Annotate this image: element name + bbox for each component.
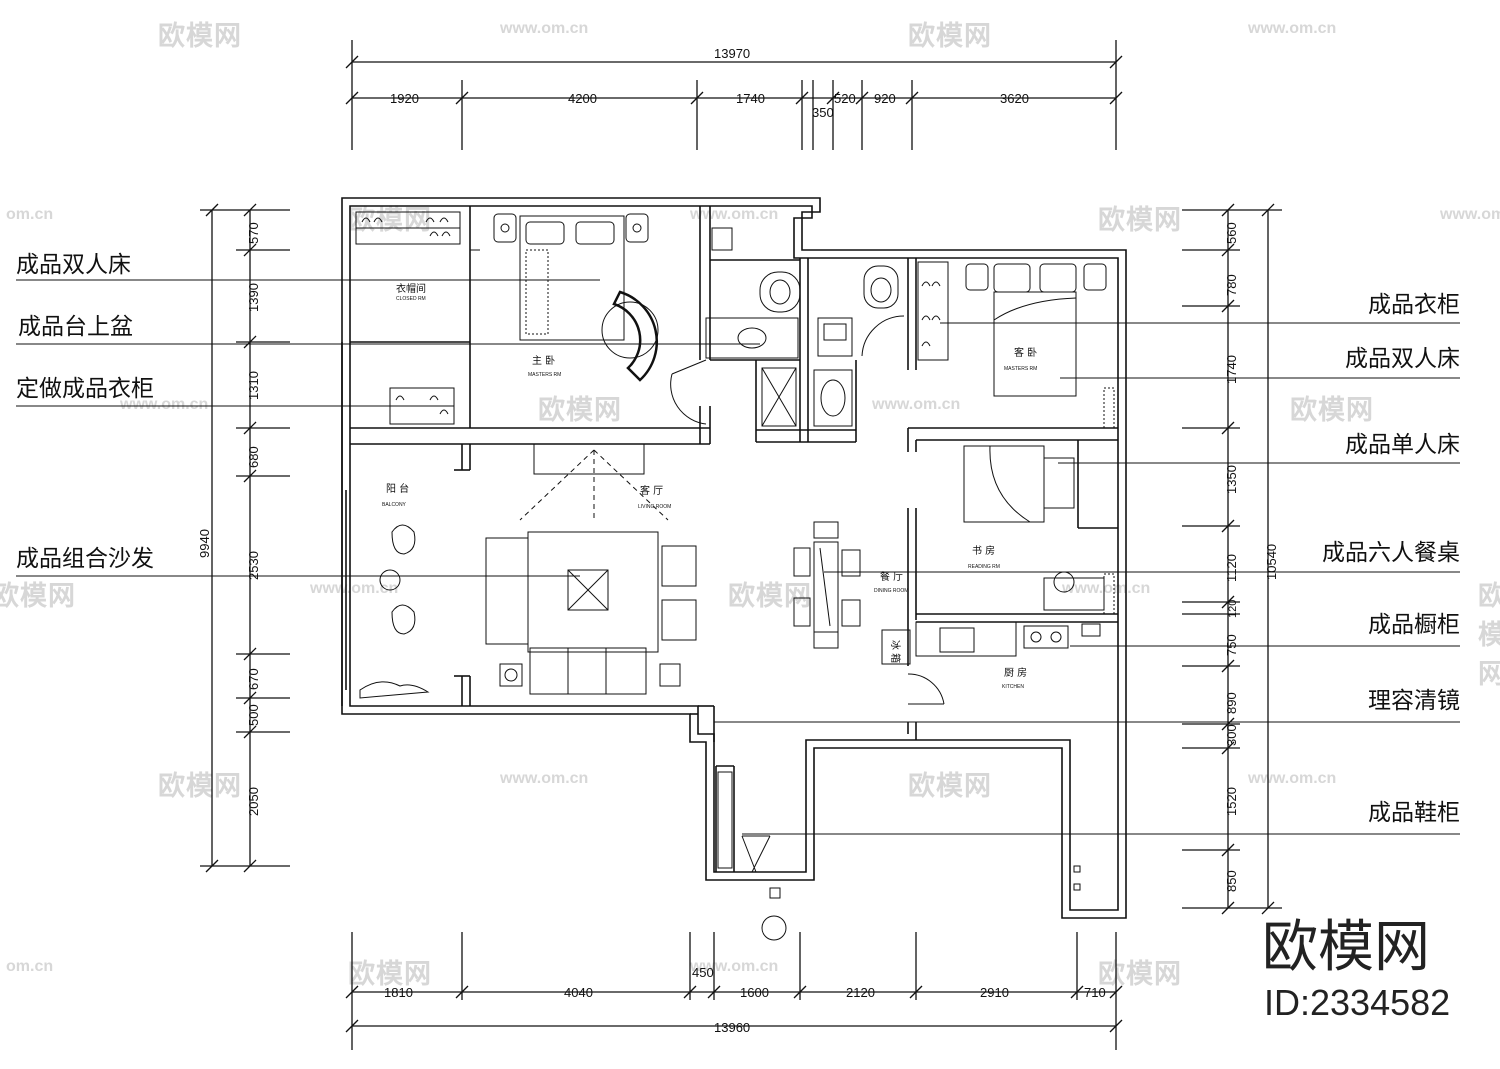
dim-right-segment: 750 bbox=[1224, 634, 1239, 656]
dim-right-segment: 300 bbox=[1224, 724, 1239, 746]
room-living-label: 客 厅 bbox=[640, 484, 663, 497]
watermark-logo: 欧模网 bbox=[1478, 581, 1500, 689]
callout-wardrobe: 成品衣柜 bbox=[1368, 292, 1460, 318]
watermark-logo: 欧模网 bbox=[1098, 959, 1182, 989]
dim-bottom-segment: 4040 bbox=[564, 985, 593, 1000]
room-master-en: MASTERS RM bbox=[528, 372, 561, 378]
dim-bottom-segment: 710 bbox=[1084, 985, 1106, 1000]
watermark-logo: 欧模网 bbox=[1290, 395, 1374, 425]
dim-bottom-segment: 2120 bbox=[846, 985, 875, 1000]
callout-double-bed-right: 成品双人床 bbox=[1345, 346, 1460, 372]
dim-right-segment: 850 bbox=[1224, 870, 1239, 892]
watermark-logo: 欧模网 bbox=[158, 21, 242, 51]
callout-countertop-basin: 成品台上盆 bbox=[18, 314, 133, 340]
watermark-url: www.om.cn bbox=[120, 396, 209, 413]
watermark-url: www.om.cn bbox=[1248, 20, 1337, 37]
watermark-logo: 欧模网 bbox=[908, 21, 992, 51]
fridge-label: 冰 箱 bbox=[889, 640, 902, 663]
dim-left-segment: 1310 bbox=[246, 371, 261, 400]
dim-left-total: 9940 bbox=[197, 529, 212, 558]
dim-right-segment: 120 bbox=[1227, 600, 1239, 618]
dim-left-segment: 1390 bbox=[246, 283, 261, 312]
dim-right-segment: 1120 bbox=[1224, 554, 1239, 582]
watermark-url: www.om.cn bbox=[1440, 206, 1500, 223]
dim-right-segment: 1350 bbox=[1224, 465, 1239, 494]
dim-top-segment: 1920 bbox=[390, 91, 419, 106]
dim-bottom-small: 450 bbox=[692, 965, 714, 980]
dim-top-total: 13970 bbox=[714, 46, 750, 61]
room-study-en: READING RM bbox=[968, 564, 1000, 570]
dim-left-segment: 570 bbox=[246, 222, 261, 244]
room-kitchen-label: 厨 房 bbox=[1004, 666, 1027, 679]
watermark-url: www.om.cn bbox=[1062, 580, 1151, 597]
watermark-logo: 欧模网 bbox=[348, 959, 432, 989]
watermark-url: www.om.cn bbox=[1248, 770, 1337, 787]
watermark-url: www.om.cn bbox=[500, 770, 589, 787]
watermark-url: www.om.cn bbox=[500, 20, 589, 37]
room-balcony-en: BALCONY bbox=[382, 502, 407, 508]
dim-bottom-segment: 1600 bbox=[740, 985, 769, 1000]
dim-left-segment: 2530 bbox=[246, 551, 261, 580]
callout-single-bed: 成品单人床 bbox=[1345, 432, 1460, 458]
room-guest-en: MASTERS RM bbox=[1004, 366, 1037, 372]
dim-left-segment: 500 bbox=[246, 704, 261, 726]
dim-bottom-total: 13960 bbox=[714, 1020, 750, 1035]
dim-right-total: 10540 bbox=[1264, 544, 1279, 580]
callout-vanity-mirror: 理容清镜 bbox=[1368, 688, 1460, 714]
callout-dining-table: 成品六人餐桌 bbox=[1322, 540, 1460, 566]
room-living-en: LIVING ROOM bbox=[638, 504, 671, 510]
room-dining-en: DINING ROOM bbox=[874, 588, 908, 594]
watermark-logo: 欧模网 bbox=[728, 581, 812, 611]
dim-left-segment: 2050 bbox=[246, 787, 261, 816]
watermark-logo: 欧模网 bbox=[538, 395, 622, 425]
watermark-url: www.om.cn bbox=[310, 580, 399, 597]
watermark-url: www.om.cn bbox=[690, 958, 779, 975]
brand-logo: 欧模网 bbox=[1262, 915, 1430, 980]
callout-sofa-set: 成品组合沙发 bbox=[16, 546, 154, 572]
dim-top-segment: 3620 bbox=[1000, 91, 1029, 106]
watermark-url: om.cn bbox=[6, 206, 54, 223]
watermark-url: www.om.cn bbox=[690, 206, 779, 223]
watermark-logo: 欧模网 bbox=[0, 581, 76, 611]
room-closet-en: CLOSED RM bbox=[396, 296, 426, 302]
dim-bottom-segment: 1810 bbox=[384, 985, 413, 1000]
room-study-label: 书 房 bbox=[972, 544, 995, 557]
dim-right-segment: 780 bbox=[1224, 274, 1239, 296]
watermark-logo: 欧模网 bbox=[348, 205, 432, 235]
dim-right-segment: 1740 bbox=[1224, 355, 1239, 384]
room-balcony-label: 阳 台 bbox=[386, 482, 409, 495]
watermark-logo: 欧模网 bbox=[1098, 205, 1182, 235]
brand-id: ID:2334582 bbox=[1264, 982, 1451, 1023]
room-closet-label: 衣帽间 bbox=[396, 282, 426, 295]
callout-double-bed-left: 成品双人床 bbox=[16, 252, 131, 278]
room-dining-label: 餐 厅 bbox=[880, 570, 903, 583]
callout-custom-wardrobe: 定做成品衣柜 bbox=[16, 376, 154, 402]
dim-top-small: 350 bbox=[812, 105, 834, 120]
watermark-logo: 欧模网 bbox=[158, 771, 242, 801]
watermark-logo: 欧模网 bbox=[908, 771, 992, 801]
room-kitchen-en: KITCHEN bbox=[1002, 684, 1024, 690]
room-guest-label: 客 卧 bbox=[1014, 346, 1037, 359]
room-master-label: 主 卧 bbox=[532, 354, 555, 367]
dim-bottom-segment: 2910 bbox=[980, 985, 1009, 1000]
watermark-url: om.cn bbox=[6, 958, 54, 975]
callout-kitchen-cabinet: 成品橱柜 bbox=[1368, 612, 1460, 638]
dim-right-segment: 1520 bbox=[1224, 787, 1239, 816]
dim-top-segment: 4200 bbox=[568, 91, 597, 106]
dim-top-segment: 1740 bbox=[736, 91, 765, 106]
dim-left-segment: 680 bbox=[246, 446, 261, 468]
dim-top-segment: 920 bbox=[874, 91, 896, 106]
dim-right-segment: 560 bbox=[1224, 222, 1239, 244]
dim-left-segment: 670 bbox=[246, 668, 261, 690]
dim-top-segment: 520 bbox=[834, 91, 856, 106]
watermark-url: www.om.cn bbox=[872, 396, 961, 413]
callout-shoe-cabinet: 成品鞋柜 bbox=[1368, 800, 1460, 826]
dim-right-segment: 890 bbox=[1224, 692, 1239, 714]
